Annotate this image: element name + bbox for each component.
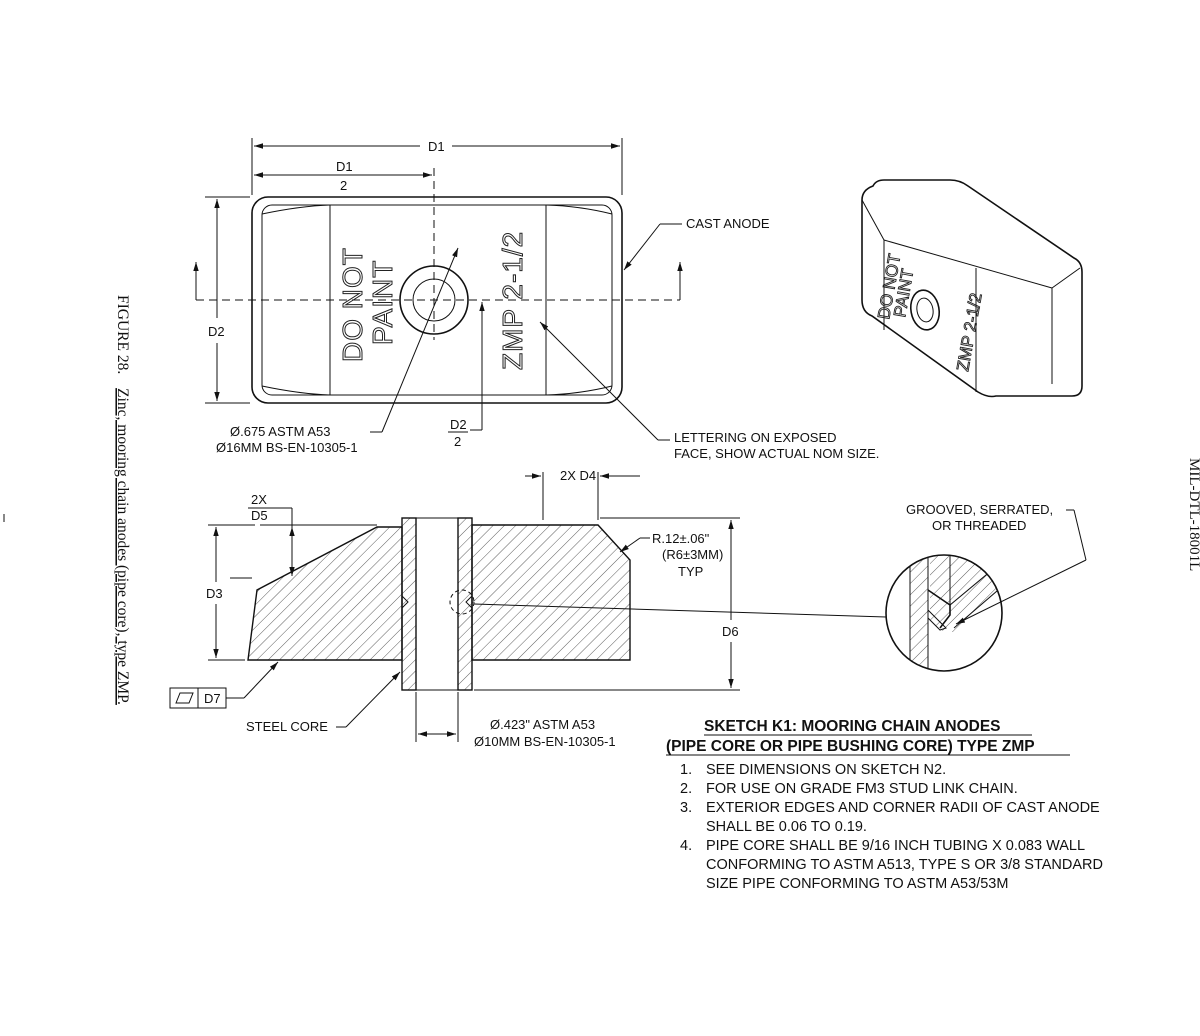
flatness-icon: [175, 692, 194, 704]
radius-note-line1: R.12±.06": [652, 531, 710, 546]
cast-anode-leader: [623, 223, 661, 271]
top-chamfer-lower: [261, 385, 613, 396]
core-wall-left: [401, 517, 417, 691]
detail-leader: [473, 603, 887, 618]
note-1-num: 1.: [680, 762, 692, 778]
detail-note-leader-2: [955, 559, 1087, 625]
d3-label: D3: [206, 586, 223, 601]
note-4-line-3: SIZE PIPE CONFORMING TO ASTM A53/53M: [706, 876, 1008, 892]
figure-label: FIGURE 28.: [114, 295, 131, 374]
note-2-line-1: FOR USE ON GRADE FM3 STUD LINK CHAIN.: [706, 781, 1018, 797]
face-text-zmp: ZMP 2-1/2: [497, 231, 528, 370]
radius-leader: [619, 537, 641, 553]
steel-core-leader: [345, 671, 401, 728]
note-3-line-1: EXTERIOR EDGES AND CORNER RADII OF CAST …: [706, 800, 1100, 816]
iso-outline: [861, 179, 1083, 398]
detail-note-leader-1: [1073, 509, 1087, 561]
note-4-num: 4.: [680, 838, 692, 854]
notes-title-line2: (PIPE CORE OR PIPE BUSHING CORE) TYPE ZM…: [666, 738, 1035, 755]
svg-text:MIL-DTL-18001L: MIL-DTL-18001L: [1186, 458, 1200, 571]
radius-note-line2: (R6±3MM): [662, 547, 723, 562]
detail-callout-circle: [449, 589, 475, 615]
figure-title: Zinc, mooring chain anodes (pipe core), …: [114, 388, 131, 705]
note-3-num: 3.: [680, 800, 692, 816]
figure-caption: FIGURE 28. Zinc, mooring chain anodes (p…: [114, 295, 131, 705]
d1-half-numerator: D1: [336, 159, 353, 174]
d5-label: D5: [251, 508, 268, 523]
iso-text-zmp: ZMP 2-1/2: [953, 292, 985, 373]
spec-number: MIL-DTL-18001L: [1186, 458, 1200, 571]
flatness-ref-label: D7: [204, 691, 221, 706]
section-body-right: [471, 524, 631, 661]
bore-spec-line2: Ø10MM BS-EN-10305-1: [474, 734, 616, 749]
isometric-view: DO NOT PAINT ZMP 2-1/2: [861, 179, 1083, 398]
iso-hole-inner: [916, 297, 934, 323]
detail-note-line1: GROOVED, SERRATED,: [906, 502, 1053, 517]
iso-edge-4: [1051, 267, 1081, 289]
flatness-leader: [243, 661, 279, 699]
note-2-num: 2.: [680, 781, 692, 797]
core-groove-left: [401, 595, 409, 609]
core-wall-right: [457, 517, 473, 691]
face-text-do-not: DO NOT: [337, 247, 368, 362]
detail-view: GROOVED, SERRATED, OR THREADED: [885, 502, 1087, 672]
hole-spec-line2: Ø16MM BS-EN-10305-1: [216, 440, 358, 455]
section-view: 2X D4 2X D5 D3 D6 R.12±.06" (R6±3MM) TYP…: [169, 468, 887, 749]
face-text-paint: PAINT: [367, 260, 398, 345]
cast-anode-label: CAST ANODE: [686, 216, 770, 231]
iso-hole-outer: [909, 289, 941, 331]
lettering-leader: [539, 321, 659, 441]
detail-circle: [885, 554, 1003, 672]
d4-label: 2X D4: [560, 468, 596, 483]
d2-label: D2: [208, 324, 225, 339]
notes-title-line1: SKETCH K1: MOORING CHAIN ANODES: [704, 718, 1001, 735]
section-body-left: [247, 526, 403, 661]
d1-half-denominator: 2: [340, 178, 347, 193]
top-chamfer-upper: [261, 204, 613, 215]
core-groove-right: [465, 595, 473, 609]
d2-half-numerator: D2: [450, 417, 467, 432]
hole-spec-line1: Ø.675 ASTM A53: [230, 424, 330, 439]
lettering-note-line1: LETTERING ON EXPOSED: [674, 430, 837, 445]
d2-half-denominator: 2: [454, 434, 461, 449]
iso-edge-3: [883, 239, 1053, 289]
steel-core-label: STEEL CORE: [246, 719, 328, 734]
note-4-line-1: PIPE CORE SHALL BE 9/16 INCH TUBING X 0.…: [706, 838, 1085, 854]
d5-2x-label: 2X: [251, 492, 267, 507]
note-3-line-2: SHALL BE 0.06 TO 0.19.: [706, 819, 867, 835]
core-bore: [415, 517, 459, 691]
top-view: DO NOT PAINT ZMP 2-1/2 D1 D1 2 D2 D2 2: [193, 138, 879, 461]
d6-label: D6: [722, 624, 739, 639]
note-4-line-2: CONFORMING TO ASTM A513, TYPE S OR 3/8 S…: [706, 857, 1103, 873]
iso-edge-1: [861, 199, 885, 241]
note-1-line-1: SEE DIMENSIONS ON SKETCH N2.: [706, 762, 946, 778]
svg-text:FIGURE 28. Zinc, mooring: FIGURE 28. Zinc, mooring chain anodes (p…: [114, 295, 131, 705]
bore-spec-line1: Ø.423" ASTM A53: [490, 717, 595, 732]
radius-note-line3: TYP: [678, 564, 703, 579]
lettering-note-line2: FACE, SHOW ACTUAL NOM SIZE.: [674, 446, 879, 461]
detail-note-line2: OR THREADED: [932, 518, 1026, 533]
sketch-notes: SKETCH K1: MOORING CHAIN ANODES (PIPE CO…: [666, 718, 1103, 892]
d1-label: D1: [428, 139, 445, 154]
hole-leader: [381, 247, 459, 433]
